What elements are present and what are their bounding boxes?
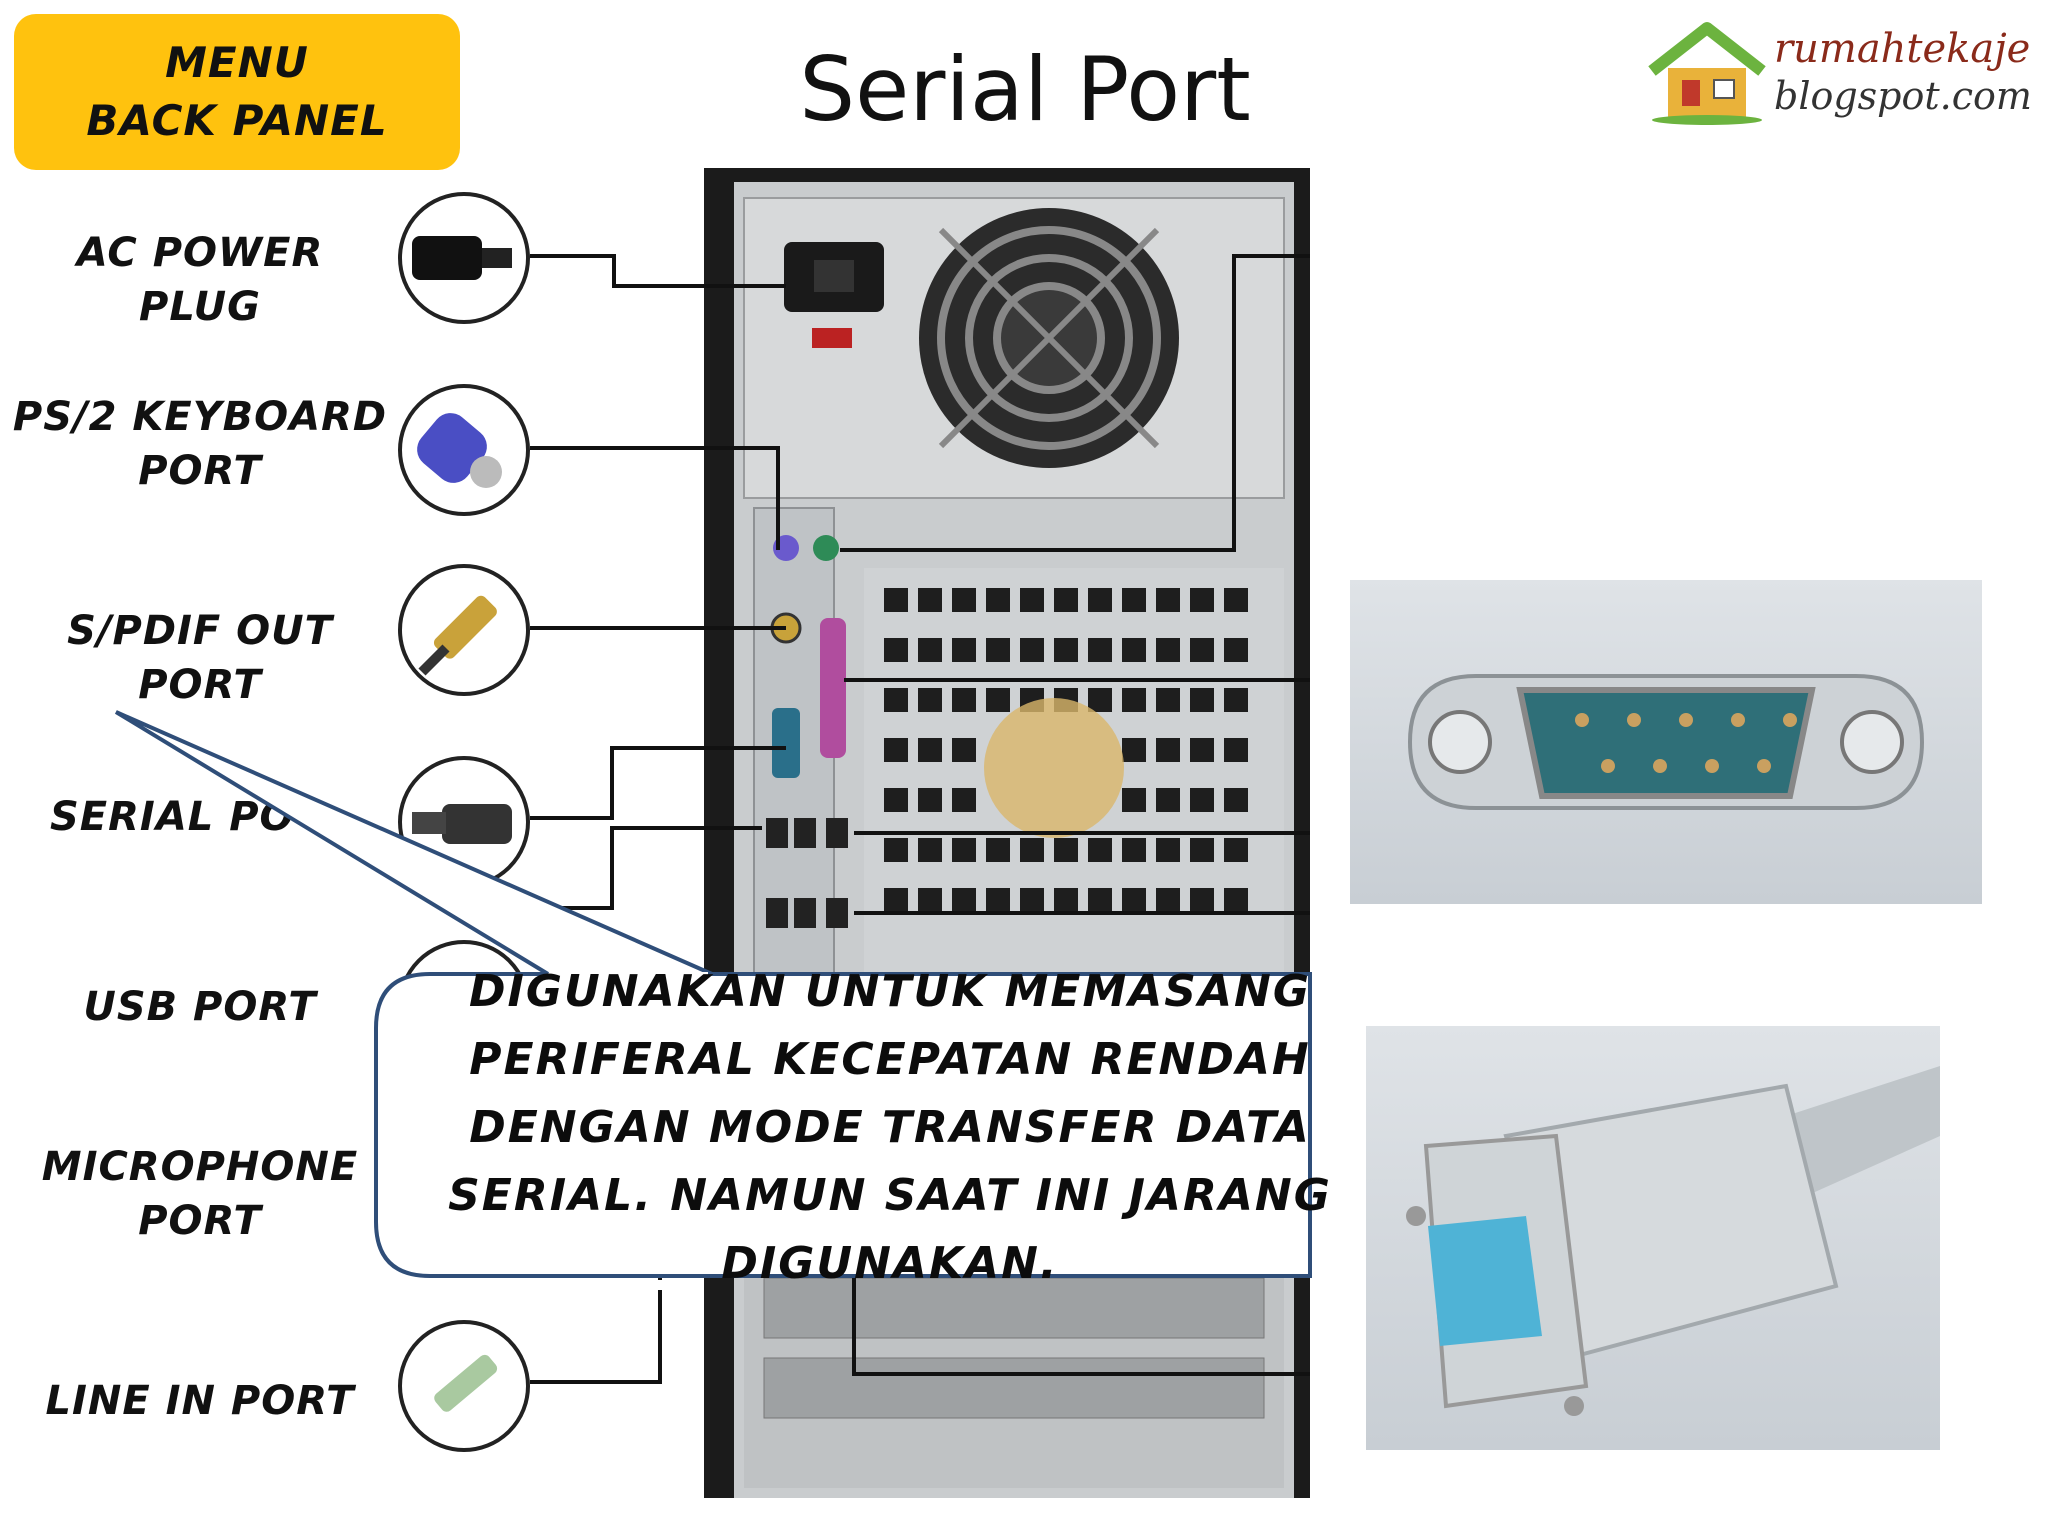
menu-label-line1: Menu bbox=[165, 38, 309, 87]
label-line-in-port: Line In Port bbox=[45, 1378, 355, 1424]
page-title: Serial Port bbox=[799, 38, 1251, 141]
logo-line2: blogspot.com bbox=[1774, 74, 2032, 118]
serial-port-photo bbox=[1350, 580, 1982, 904]
rca-plug-icon bbox=[398, 564, 530, 696]
ps2-plug-icon bbox=[398, 384, 530, 516]
line-in-plug-icon bbox=[398, 1320, 530, 1452]
site-logo: rumahtekaje blogspot.com bbox=[1642, 10, 2042, 130]
label-usb-port: USB Port bbox=[83, 984, 317, 1030]
label-ac-power-plug: AC Power Plug bbox=[76, 230, 324, 330]
house-logo-icon bbox=[1648, 22, 1766, 125]
logo-line1: rumahtekaje bbox=[1774, 26, 2031, 72]
label-serial-port: Serial Po bbox=[50, 794, 295, 840]
label-spdif-out-port: S/PDIF Out Port bbox=[67, 608, 333, 708]
menu-label-line2: Back Panel bbox=[86, 96, 388, 145]
serial-cable-photo bbox=[1366, 1026, 1940, 1450]
power-plug-icon bbox=[398, 192, 530, 324]
menu-back-panel-button[interactable]: Menu Back Panel bbox=[14, 14, 460, 170]
label-microphone-port: MicrophonePort bbox=[41, 1144, 359, 1244]
label-ps2-keyboard-port: PS/2 KeyboardPort bbox=[12, 394, 388, 494]
callout-description: Digunakan untuk memasang periferal kecep… bbox=[448, 966, 1332, 1289]
